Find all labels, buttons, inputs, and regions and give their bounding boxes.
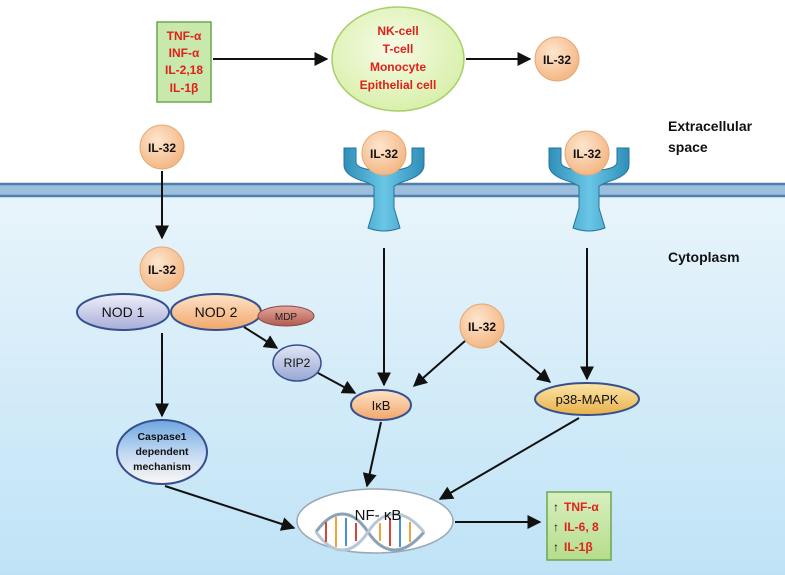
- cell-monocyte: Monocyte: [370, 60, 426, 74]
- il32-receptor-left: IL-32: [361, 130, 407, 176]
- svg-text:RIP2: RIP2: [284, 356, 311, 370]
- output-tnf: TNF-α: [564, 500, 599, 514]
- svg-text:p38-MAPK: p38-MAPK: [556, 392, 619, 407]
- svg-text:Caspase1: Caspase1: [137, 431, 186, 443]
- cytokine-il1b: IL-1β: [170, 81, 199, 95]
- il32-cytoplasm-right: IL-32: [459, 303, 505, 349]
- output-up-arrow-1: ↑: [553, 500, 559, 514]
- arrow-il32-to-p38: [499, 340, 552, 383]
- input-cytokine-box: TNF-α INF-α IL-2,18 IL-1β: [156, 21, 212, 103]
- arrow-ikb-to-nfkb: [362, 421, 382, 488]
- output-il1b: IL-1β: [564, 540, 593, 554]
- nod1-node: NOD 1: [76, 293, 170, 331]
- svg-text:IL-32: IL-32: [148, 263, 176, 277]
- mdp-node: MDP: [257, 305, 315, 327]
- svg-text:IL-32: IL-32: [573, 147, 601, 161]
- rip2-node: RIP2: [272, 344, 322, 382]
- label-extracellular: Extracellular: [668, 118, 753, 134]
- dna-helix-icon: [314, 512, 426, 552]
- p38-mapk-node: p38-MAPK: [534, 382, 640, 416]
- cell-epithelial: Epithelial cell: [360, 78, 437, 92]
- arrow-nod2-to-rip2: [243, 326, 279, 349]
- svg-text:IL-32: IL-32: [370, 147, 398, 161]
- svg-text:NOD 2: NOD 2: [195, 304, 238, 320]
- output-up-arrow-2: ↑: [553, 520, 559, 534]
- arrow-p38-to-nfkb: [438, 417, 580, 500]
- svg-text:IL-32: IL-32: [148, 141, 176, 155]
- ikb-node: IκB: [350, 389, 412, 421]
- label-space: space: [668, 139, 708, 155]
- svg-text:NOD 1: NOD 1: [102, 304, 145, 320]
- cytokine-tnf: TNF-α: [167, 29, 202, 43]
- svg-text:MDP: MDP: [275, 312, 298, 323]
- caspase1-node: Caspase1 dependent mechanism: [116, 419, 208, 485]
- svg-text:mechanism: mechanism: [133, 461, 191, 473]
- il32-extracellular-left: IL-32: [139, 124, 185, 170]
- cytokine-inf: INF-α: [169, 46, 200, 60]
- il32-secreted: IL-32: [534, 36, 580, 82]
- cell-t: T-cell: [383, 42, 414, 56]
- il32-receptor-right: IL-32: [564, 130, 610, 176]
- nfkb-label: NF- κB: [355, 507, 402, 524]
- il32-cytoplasm-left: IL-32: [139, 246, 185, 292]
- svg-text:IL-32: IL-32: [468, 320, 496, 334]
- arrow-il32-to-ikb: [412, 340, 466, 387]
- nfkb-node: NF- κB: [296, 488, 454, 554]
- arrow-rip2-to-ikb: [317, 372, 357, 394]
- output-cytokine-box: ↑ TNF-α ↑ IL-6, 8 ↑ IL-1β: [546, 491, 612, 561]
- cytokine-il2-18: IL-2,18: [165, 63, 203, 77]
- output-il6-8: IL-6, 8: [564, 520, 599, 534]
- cell-types-ellipse: NK-cell T-cell Monocyte Epithelial cell: [331, 6, 465, 112]
- svg-text:dependent: dependent: [135, 446, 189, 458]
- output-up-arrow-3: ↑: [553, 540, 559, 554]
- svg-text:IL-32: IL-32: [543, 53, 571, 67]
- nod2-node: NOD 2: [170, 293, 262, 331]
- svg-text:IκB: IκB: [372, 398, 391, 413]
- arrow-caspase-to-nfkb: [164, 485, 296, 531]
- label-cytoplasm: Cytoplasm: [668, 249, 740, 265]
- cell-nk: NK-cell: [377, 24, 418, 38]
